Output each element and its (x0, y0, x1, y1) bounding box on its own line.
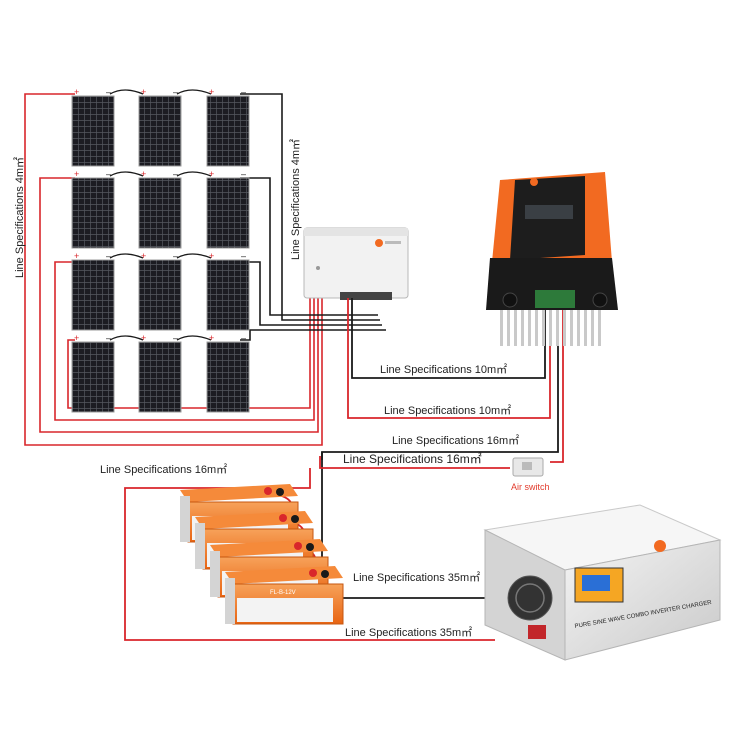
controller-heat-fin (549, 310, 552, 346)
panel-positive-mark: + (209, 87, 214, 97)
solar-panel (206, 95, 250, 167)
controller-logo-icon (530, 178, 538, 186)
panel-negative-mark: – (241, 251, 246, 261)
solar-panel (138, 341, 182, 413)
panel-negative-mark: – (173, 169, 178, 179)
panel-positive-mark: + (141, 169, 146, 179)
label-combiner-to-controller-neg: Line Specifications 10m㎡ (380, 363, 507, 376)
panel-negative-mark: – (241, 333, 246, 343)
label-controller-to-battery-neg: Line Specifications 16m㎡ (392, 434, 519, 447)
solar-panel (206, 177, 250, 249)
solar-panel (71, 341, 115, 413)
label-battery-top: Line Specifications 16m㎡ (100, 463, 227, 476)
solar-panel (71, 259, 115, 331)
controller-heat-fin (556, 310, 559, 346)
solar-panel (138, 95, 182, 167)
panel-negative-mark: – (173, 87, 178, 97)
panel-positive-mark: + (141, 333, 146, 343)
solar-panel (138, 259, 182, 331)
controller-heat-fin (591, 310, 594, 346)
panel-negative-mark: – (106, 169, 111, 179)
panel-series-link (176, 89, 212, 95)
battery-negative-terminal (291, 515, 299, 523)
combiner-controller-wires (319, 298, 564, 598)
panel-positive-mark: + (74, 87, 79, 97)
controller-heat-fin (507, 310, 510, 346)
panel-series-link (176, 253, 212, 259)
panel-positive-mark: + (141, 87, 146, 97)
solar-panel (206, 259, 250, 331)
panel-positive-mark: + (209, 169, 214, 179)
inverter (483, 504, 722, 661)
label-panel-string-left: Line Specifications 4m㎡ (13, 157, 26, 278)
battery-bank: FL-B-12V (180, 484, 344, 625)
battery-negative-terminal (306, 543, 314, 551)
inverter-battery-terminal (528, 625, 546, 639)
label-air-switch: Air switch (511, 482, 550, 492)
battery-positive-terminal (309, 569, 317, 577)
air-switch (512, 457, 544, 477)
label-combiner-to-controller-pos: Line Specifications 10m㎡ (384, 404, 511, 417)
panel-positive-mark: + (209, 333, 214, 343)
label-battery-to-inverter-pos: Line Specifications 35m㎡ (345, 626, 472, 639)
controller-heat-fin (584, 310, 587, 346)
panel-negative-mark: – (241, 87, 246, 97)
solar-panel (71, 177, 115, 249)
panel-series-link (176, 171, 212, 177)
panel-series-link (109, 89, 144, 95)
panel-positive-mark: + (74, 169, 79, 179)
label-panel-to-combiner: Line Specifications 4m㎡ (289, 139, 302, 260)
solar-panel (138, 177, 182, 249)
combiner-logo-icon (375, 239, 383, 247)
array-frame-wires (24, 93, 386, 446)
controller-heat-fin (577, 310, 580, 346)
battery-negative-terminal (321, 570, 329, 578)
solar-panel (206, 341, 250, 413)
battery-positive-terminal (264, 487, 272, 495)
panel-series-link (109, 253, 144, 259)
controller-heat-fin (535, 310, 538, 346)
controller-heat-fin (514, 310, 517, 346)
panel-negative-mark: – (173, 251, 178, 261)
panel-series-link (109, 335, 144, 341)
battery-positive-terminal (294, 542, 302, 550)
panel-negative-mark: – (173, 333, 178, 343)
panel-negative-mark: – (106, 87, 111, 97)
controller-heat-fin (500, 310, 503, 346)
inverter-fan-icon (507, 575, 553, 621)
controller-heat-fin (563, 310, 566, 346)
inverter-logo-icon (654, 540, 666, 552)
controller-heat-fin (528, 310, 531, 346)
battery-negative-terminal (276, 488, 284, 496)
controller-terminal-block (535, 290, 575, 308)
panel-positive-mark: + (209, 251, 214, 261)
label-controller-to-battery-pos: Line Specifications 16m㎡ (343, 452, 482, 466)
solar-array: + – + – + – + – + – + – + – + – + – + – + – + – (71, 87, 250, 413)
panel-negative-mark: – (241, 169, 246, 179)
battery (225, 566, 344, 625)
panel-negative-mark: – (106, 333, 111, 343)
panel-series-link (176, 335, 212, 341)
panel-positive-mark: + (74, 251, 79, 261)
panel-series-link (109, 171, 144, 177)
solar-panel (71, 95, 115, 167)
panel-positive-mark: + (74, 333, 79, 343)
controller-heat-fin (542, 310, 545, 346)
controller-heat-fin (598, 310, 601, 346)
battery-positive-terminal (279, 514, 287, 522)
label-battery-to-inverter-neg: Line Specifications 35m㎡ (353, 571, 480, 584)
controller-heat-fin (570, 310, 573, 346)
controller-heat-fin (521, 310, 524, 346)
combiner-box (303, 227, 409, 300)
panel-negative-mark: – (106, 251, 111, 261)
panel-positive-mark: + (141, 251, 146, 261)
battery-front-text: FL-B-12V (270, 590, 296, 596)
charge-controller (486, 172, 618, 346)
